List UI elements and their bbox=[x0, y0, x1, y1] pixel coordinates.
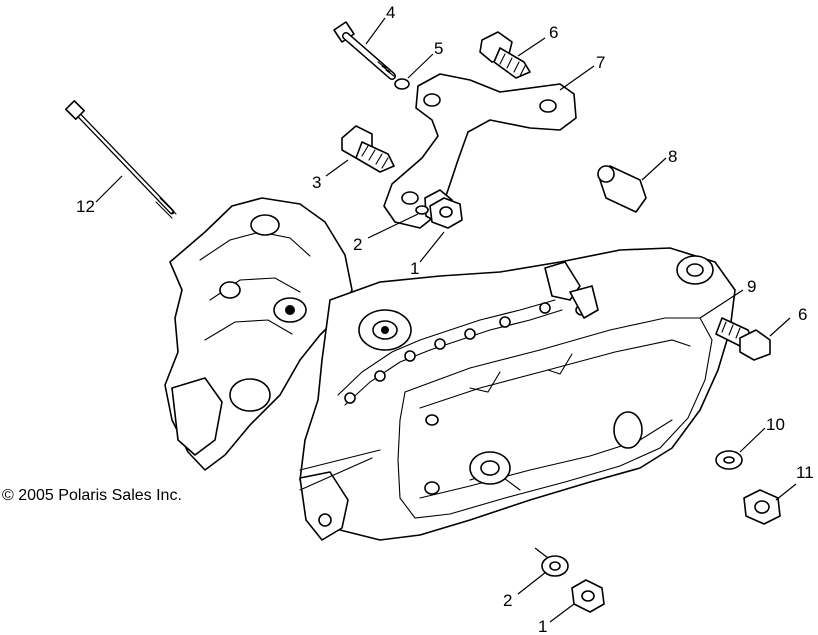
part-1-nut-bottom bbox=[571, 579, 605, 613]
callout-12: 12 bbox=[76, 197, 95, 216]
callout-9: 9 bbox=[747, 277, 756, 296]
part-12-stud-bolt bbox=[65, 100, 177, 219]
part-11-nut bbox=[743, 489, 781, 525]
part-6-flange-bolt-top bbox=[479, 31, 531, 79]
part-3-flange-bolt bbox=[341, 125, 395, 173]
callout-11: 11 bbox=[796, 463, 814, 482]
copyright-notice: © 2005 Polaris Sales Inc. bbox=[2, 487, 182, 504]
engine-crankcase-assembly bbox=[164, 197, 736, 541]
part-4-long-bolt bbox=[333, 21, 396, 80]
leader-lines bbox=[95, 17, 797, 623]
part-7-bracket-plate bbox=[383, 73, 577, 229]
callout-7: 7 bbox=[596, 53, 605, 72]
part-2-washer-bottom bbox=[541, 555, 569, 577]
callout-4: 4 bbox=[386, 3, 395, 22]
callout-3: 3 bbox=[312, 173, 321, 192]
part-6-flange-bolt-right bbox=[715, 317, 771, 361]
callout-2-bottom: 2 bbox=[503, 591, 512, 610]
callout-8: 8 bbox=[668, 147, 677, 166]
callout-6-right: 6 bbox=[798, 305, 807, 324]
callout-2-top: 2 bbox=[353, 235, 362, 254]
part-10-washer bbox=[715, 450, 743, 470]
part-8-spacer-collar bbox=[597, 165, 647, 213]
callout-10: 10 bbox=[766, 415, 785, 434]
callout-1-top: 1 bbox=[410, 259, 419, 278]
part-2-washer-top bbox=[415, 205, 429, 215]
callout-6-top: 6 bbox=[549, 23, 558, 42]
callout-labels: 4 5 6 7 8 3 12 2 1 9 6 10 11 2 1 bbox=[76, 3, 814, 635]
part-1-nut-top bbox=[429, 197, 463, 229]
callout-1-bottom: 1 bbox=[538, 617, 547, 635]
part-5-washer bbox=[394, 78, 410, 90]
callout-5: 5 bbox=[434, 39, 443, 58]
